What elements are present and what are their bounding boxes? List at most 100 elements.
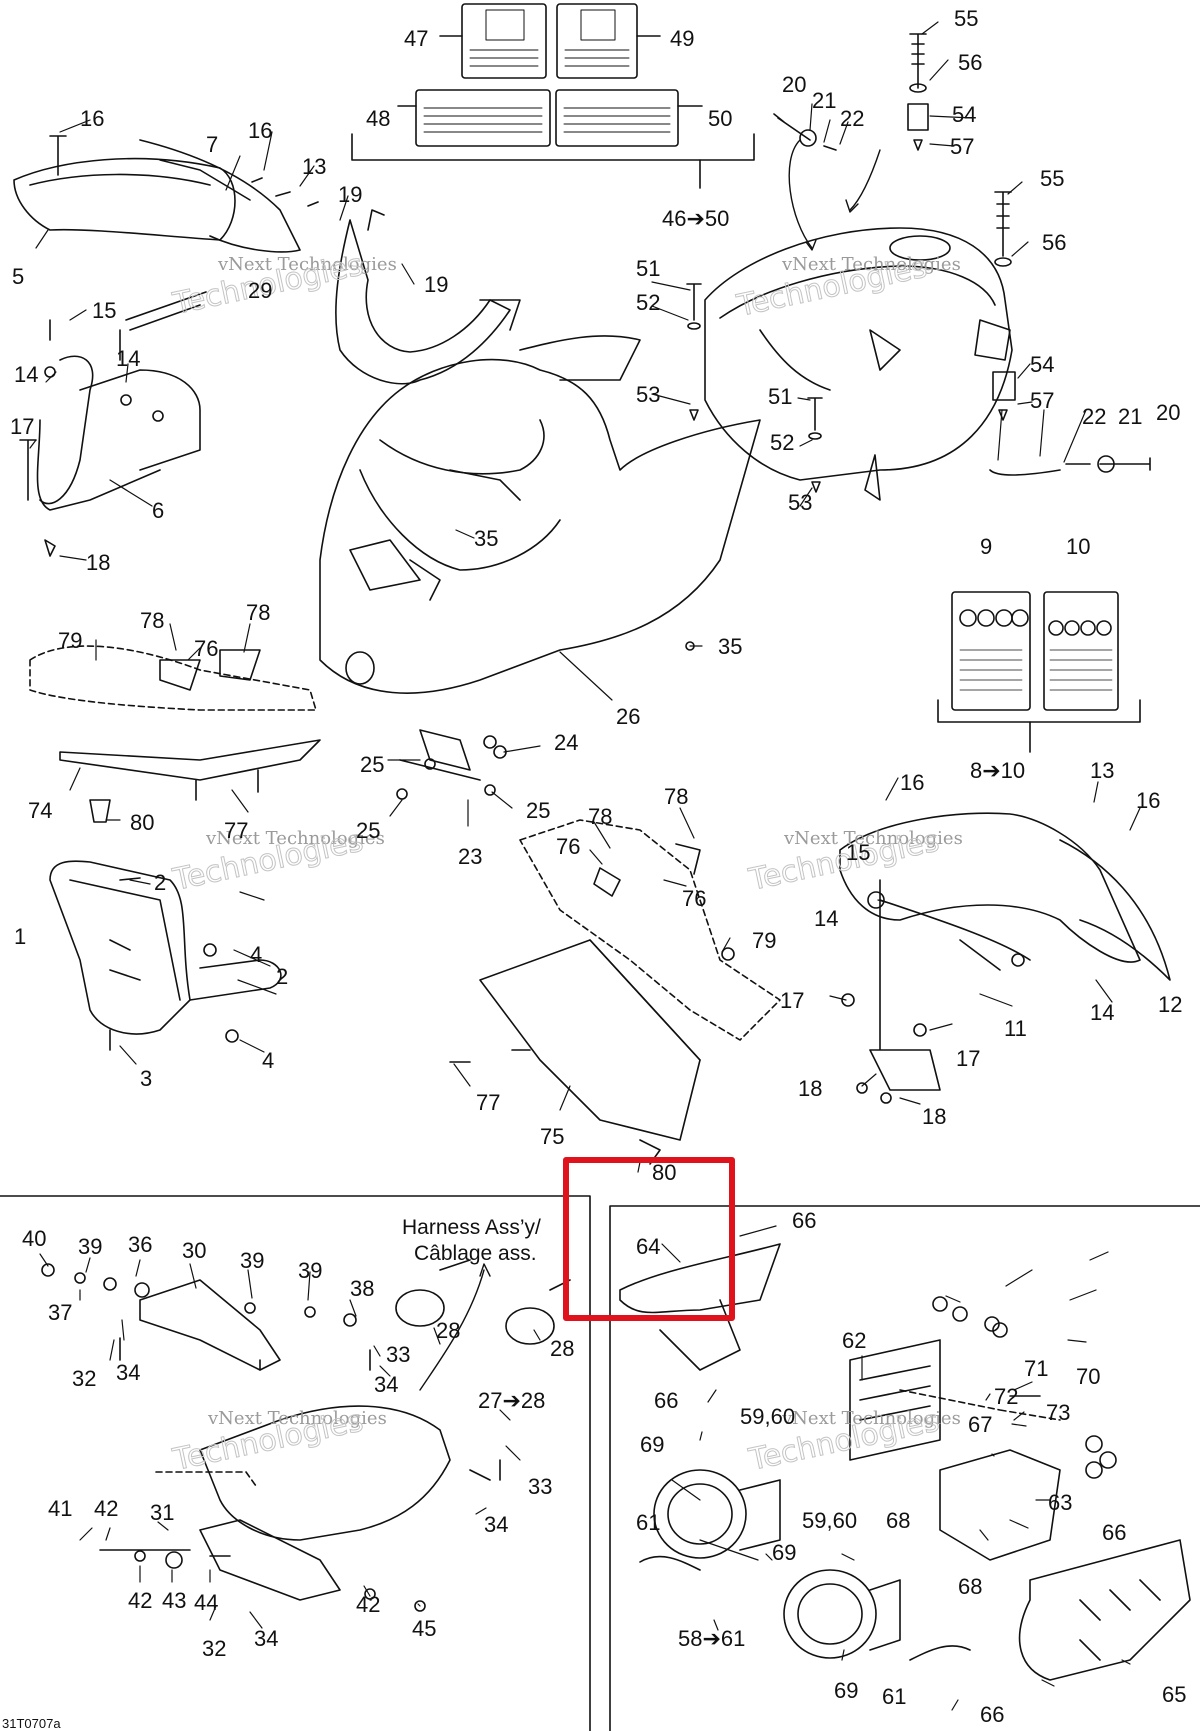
center-crossmember bbox=[449, 819, 781, 1165]
callout-61b: 61 bbox=[882, 1684, 906, 1709]
watermark-2: vNext Technologies bbox=[781, 254, 961, 275]
watermark-6: vNext Technologies bbox=[781, 1408, 961, 1429]
callout-34d: 34 bbox=[254, 1626, 278, 1651]
callout-6: 6 bbox=[152, 498, 164, 523]
callout-20b: 20 bbox=[1156, 400, 1180, 425]
callout-14d: 14 bbox=[1090, 1000, 1114, 1025]
callout-44: 44 bbox=[194, 1590, 218, 1615]
callout-38: 38 bbox=[350, 1276, 374, 1301]
callout-71: 71 bbox=[1024, 1356, 1048, 1381]
callout-16a: 16 bbox=[80, 106, 104, 131]
callout-59-60b: 59,60 bbox=[802, 1508, 857, 1533]
callout-18b: 18 bbox=[798, 1076, 822, 1101]
callout-2a: 2 bbox=[154, 870, 166, 895]
callout-28a: 28 bbox=[436, 1318, 460, 1343]
callout-61a: 61 bbox=[636, 1510, 660, 1535]
callout-35b: 35 bbox=[718, 634, 742, 659]
callout-8-10: 8➔10 bbox=[970, 758, 1025, 783]
callout-69a: 69 bbox=[640, 1432, 664, 1457]
headlight-bracket-panel bbox=[0, 1195, 591, 1731]
callout-74: 74 bbox=[28, 798, 52, 823]
callout-7: 7 bbox=[206, 132, 218, 157]
callout-76a: 76 bbox=[194, 636, 218, 661]
callout-4b: 4 bbox=[262, 1048, 274, 1073]
callout-68a: 68 bbox=[886, 1508, 910, 1533]
callout-3: 3 bbox=[140, 1066, 152, 1091]
callout-13a: 13 bbox=[302, 154, 326, 179]
watermark-4: vNext Technologies bbox=[783, 828, 963, 849]
callout-80a: 80 bbox=[130, 810, 154, 835]
windshield-trim bbox=[335, 209, 521, 385]
callout-56b: 56 bbox=[1042, 230, 1066, 255]
harness-label-en: Harness Ass’y/ bbox=[402, 1216, 541, 1239]
callout-73: 73 bbox=[1046, 1400, 1070, 1425]
callout-25b: 25 bbox=[356, 818, 380, 843]
callout-25a: 25 bbox=[360, 752, 384, 777]
callout-35a: 35 bbox=[474, 526, 498, 551]
callout-52a: 52 bbox=[636, 290, 660, 315]
callout-10: 10 bbox=[1066, 534, 1090, 559]
warning-labels-right bbox=[937, 591, 1141, 753]
callout-32a: 32 bbox=[72, 1366, 96, 1391]
callout-31: 31 bbox=[150, 1500, 174, 1525]
callout-14c: 14 bbox=[814, 906, 838, 931]
callout-49: 49 bbox=[670, 26, 694, 51]
callout-42a: 42 bbox=[94, 1496, 118, 1521]
callout-13b: 13 bbox=[1090, 758, 1114, 783]
callout-75: 75 bbox=[540, 1124, 564, 1149]
callout-78b: 78 bbox=[246, 600, 270, 625]
callout-42b: 42 bbox=[128, 1588, 152, 1613]
callout-5: 5 bbox=[12, 264, 24, 289]
callout-59-60a: 59,60 bbox=[740, 1404, 795, 1429]
callout-28b: 28 bbox=[550, 1336, 574, 1361]
callout-79b: 79 bbox=[752, 928, 776, 953]
callout-50: 50 bbox=[708, 106, 732, 131]
callout-36: 36 bbox=[128, 1232, 152, 1257]
callout-67: 67 bbox=[968, 1412, 992, 1437]
warning-labels-group bbox=[351, 3, 755, 189]
callout-14a: 14 bbox=[14, 362, 38, 387]
callout-34a: 34 bbox=[116, 1360, 140, 1385]
callout-33b: 33 bbox=[528, 1474, 552, 1499]
callout-63: 63 bbox=[1048, 1490, 1072, 1515]
callout-18c: 18 bbox=[922, 1104, 946, 1129]
callout-4a: 4 bbox=[250, 942, 262, 967]
callout-15a: 15 bbox=[92, 298, 116, 323]
callout-65: 65 bbox=[1162, 1682, 1186, 1707]
callout-51b: 51 bbox=[768, 384, 792, 409]
front-bumper-lower bbox=[49, 860, 282, 1051]
callout-29: 29 bbox=[248, 278, 272, 303]
callout-66d: 66 bbox=[980, 1702, 1004, 1727]
callout-22b: 22 bbox=[1082, 404, 1106, 429]
callout-17c: 17 bbox=[956, 1046, 980, 1071]
callout-25c: 25 bbox=[526, 798, 550, 823]
callout-51a: 51 bbox=[636, 256, 660, 281]
callout-78d: 78 bbox=[664, 784, 688, 809]
main-hood bbox=[319, 335, 761, 694]
hood-mount-bracket bbox=[396, 729, 507, 800]
callout-32b: 32 bbox=[202, 1636, 226, 1661]
callout-45: 45 bbox=[412, 1616, 436, 1641]
callout-69c: 69 bbox=[834, 1678, 858, 1703]
watermark-3: vNext Technologies bbox=[205, 828, 385, 849]
callout-66c: 66 bbox=[1102, 1520, 1126, 1545]
callout-18a: 18 bbox=[86, 550, 110, 575]
callout-46-50: 46➔50 bbox=[662, 206, 729, 231]
callout-47: 47 bbox=[404, 26, 428, 51]
right-fender bbox=[839, 812, 1171, 1104]
reference-code: 31T0707a bbox=[2, 1716, 61, 1731]
callout-78a: 78 bbox=[140, 608, 164, 633]
callout-33a: 33 bbox=[386, 1342, 410, 1367]
callout-21a: 21 bbox=[812, 88, 836, 113]
callout-57a: 57 bbox=[950, 134, 974, 159]
callout-64: 64 bbox=[636, 1234, 660, 1259]
callout-80b: 80 bbox=[652, 1160, 676, 1185]
front-bumper bbox=[19, 291, 207, 557]
callout-12: 12 bbox=[1158, 992, 1182, 1017]
callout-24: 24 bbox=[554, 730, 578, 755]
harness-label-fr: Câblage ass. bbox=[414, 1242, 537, 1265]
highlight-box bbox=[563, 1157, 735, 1321]
callout-15b: 15 bbox=[846, 840, 870, 865]
callout-19a: 19 bbox=[338, 182, 362, 207]
